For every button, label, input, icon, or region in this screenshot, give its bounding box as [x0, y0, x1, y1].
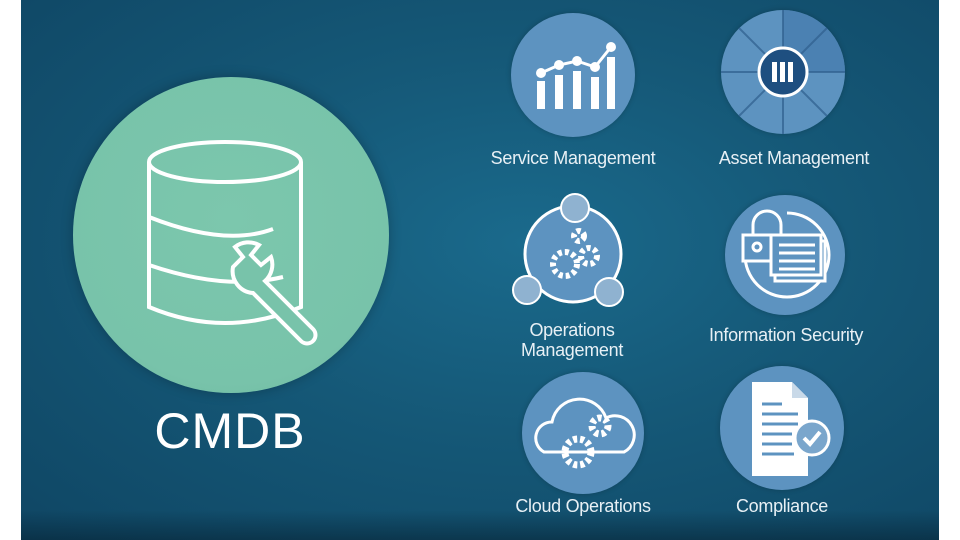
operations-management-label-line1: Operations — [529, 320, 615, 340]
asset-management-label: Asset Management — [718, 148, 870, 168]
document-check-icon — [752, 382, 831, 476]
bar-chart-trend-icon — [536, 42, 616, 109]
gears-cycle-icon — [512, 193, 624, 307]
information-security-label: Information Security — [708, 325, 864, 345]
cmdb-title: CMDB — [154, 403, 306, 459]
asset-wheel-icon — [721, 10, 845, 134]
cloud-operations-circle — [522, 372, 644, 494]
service-management-label: Service Management — [490, 148, 656, 168]
information-security-circle — [725, 195, 845, 315]
operations-management-circle — [512, 193, 625, 307]
lock-document-icon — [741, 209, 831, 299]
database-wrench-icon — [147, 140, 318, 346]
cloud-operations-label: Cloud Operations — [515, 496, 651, 516]
asset-management-circle — [721, 10, 845, 134]
compliance-circle — [720, 366, 844, 490]
service-management-circle — [511, 13, 635, 137]
cloud-gears-icon — [534, 397, 636, 469]
operations-management-label-line2: Management — [520, 340, 624, 360]
compliance-label: Compliance — [735, 496, 829, 516]
cmdb-circle — [73, 77, 389, 393]
